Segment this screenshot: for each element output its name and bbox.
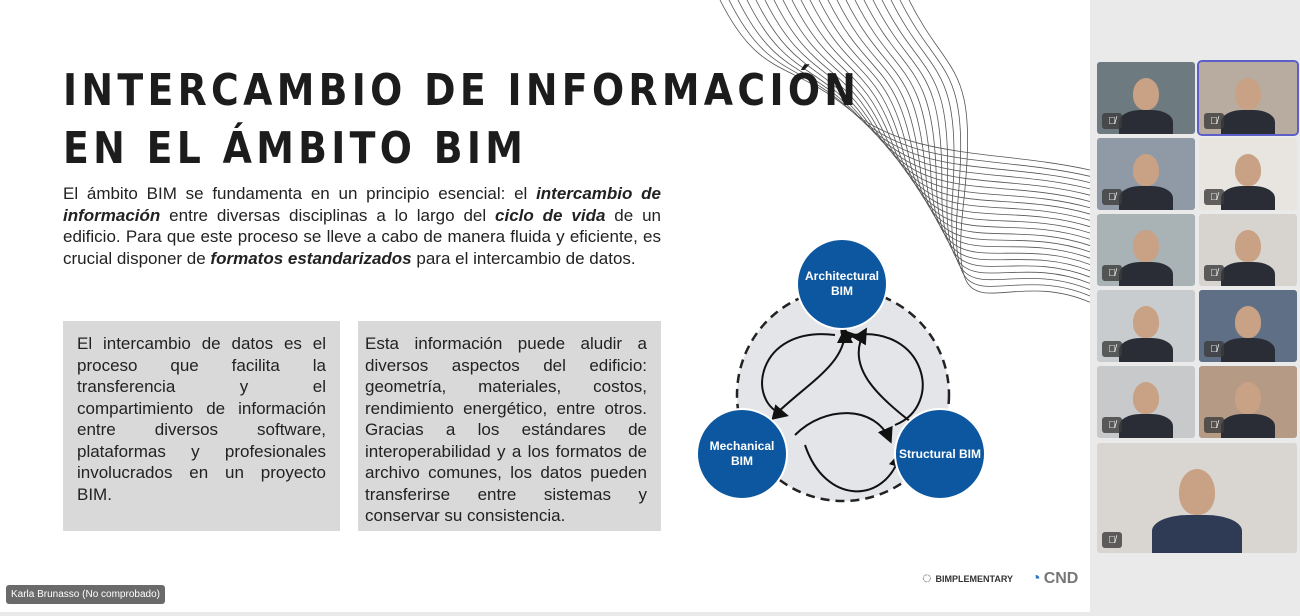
logos: ◌BIMPLEMENTARY ◔CND <box>922 570 1078 588</box>
participant-head <box>1133 154 1159 186</box>
wave-line <box>782 0 1090 215</box>
wave-line <box>764 0 1090 202</box>
mic-off-icon: 🎙̸ <box>1102 532 1122 548</box>
wave-line <box>746 0 1090 190</box>
participant-body <box>1119 414 1173 438</box>
participant-video-tile[interactable]: 🎙̸ <box>1097 62 1195 134</box>
cnd-logo: ◔CND <box>1031 570 1079 587</box>
structural-bim-node: Structural BIM <box>894 408 986 500</box>
information-box: Esta información puede aludir a diversos… <box>358 321 661 531</box>
wave-line <box>872 0 1090 278</box>
wave-line <box>719 0 1090 171</box>
wave-line <box>908 0 1090 303</box>
participant-body <box>1119 338 1173 362</box>
bimplementary-logo: ◌BIMPLEMENTARY <box>922 570 1014 587</box>
participant-head <box>1235 230 1261 262</box>
participant-body <box>1221 262 1275 286</box>
slide-title: INTERCAMBIO DE INFORMACIÓN EN EL ÁMBITO … <box>63 62 860 178</box>
wave-line <box>728 0 1090 177</box>
mic-off-icon: 🎙̸ <box>1204 341 1224 357</box>
participants-panel: 🎙̸ 🎙̸ 🎙̸ 🎙̸ 🎙̸ 🎙̸ 🎙̸ 🎙̸ 🎙̸ 🎙̸ 🎙̸ <box>1090 0 1300 616</box>
mic-off-icon: 🎙̸ <box>1102 265 1122 281</box>
participant-head <box>1179 469 1215 515</box>
participant-video-tile-large[interactable]: 🎙̸ <box>1097 443 1297 553</box>
architectural-bim-node: Architectural BIM <box>796 238 888 330</box>
mic-off-icon: 🎙̸ <box>1204 113 1224 129</box>
participant-body <box>1119 110 1173 134</box>
participant-video-tile[interactable]: 🎙̸ <box>1199 138 1297 210</box>
participant-body <box>1119 262 1173 286</box>
wave-line <box>863 0 1090 272</box>
participant-video-tile[interactable]: 🎙̸ <box>1199 290 1297 362</box>
mic-off-icon: 🎙̸ <box>1102 341 1122 357</box>
wave-line <box>827 0 1090 246</box>
wave-line <box>755 0 1090 196</box>
mic-off-icon: 🎙̸ <box>1204 265 1224 281</box>
participant-body <box>1119 186 1173 210</box>
wave-line <box>881 0 1090 284</box>
mic-off-icon: 🎙̸ <box>1102 189 1122 205</box>
participant-video-tile[interactable]: 🎙̸ <box>1097 138 1195 210</box>
participant-head <box>1133 382 1159 414</box>
mic-off-icon: 🎙̸ <box>1102 417 1122 433</box>
title-line-2: EN EL ÁMBITO BIM <box>63 123 528 174</box>
wave-line <box>890 0 1090 291</box>
participant-video-tile[interactable]: 🎙̸ <box>1197 60 1299 136</box>
wave-line <box>737 0 1090 183</box>
wave-line <box>854 0 1090 265</box>
participant-head <box>1133 306 1159 338</box>
wave-line <box>845 0 1090 259</box>
participant-video-tile[interactable]: 🎙̸ <box>1199 214 1297 286</box>
participant-head <box>1235 78 1261 110</box>
participant-head <box>1235 154 1261 186</box>
definition-box: El intercambio de datos es el proceso qu… <box>63 321 340 531</box>
wave-line <box>899 0 1090 297</box>
presentation-slide: INTERCAMBIO DE INFORMACIÓN EN EL ÁMBITO … <box>0 0 1090 612</box>
participant-video-tile[interactable]: 🎙̸ <box>1097 214 1195 286</box>
participant-video-tile[interactable]: 🎙̸ <box>1097 366 1195 438</box>
bim-exchange-diagram: Architectural BIM Mechanical BIM Structu… <box>695 235 995 510</box>
wave-line <box>809 0 1090 234</box>
participant-body <box>1221 338 1275 362</box>
participant-head <box>1133 230 1159 262</box>
participant-head <box>1235 382 1261 414</box>
wave-line <box>791 0 1090 221</box>
wave-line <box>836 0 1090 253</box>
intro-paragraph: El ámbito BIM se fundamenta en un princi… <box>63 184 662 268</box>
mic-off-icon: 🎙̸ <box>1204 189 1224 205</box>
wave-line <box>773 0 1090 209</box>
decorative-wave-lines <box>719 0 1090 303</box>
mechanical-bim-node: Mechanical BIM <box>696 408 788 500</box>
mic-off-icon: 🎙̸ <box>1204 417 1224 433</box>
participant-body <box>1221 110 1275 134</box>
speaker-name-label: Karla Brunasso (No comprobado) <box>6 585 165 604</box>
participant-head <box>1133 78 1159 110</box>
wave-line <box>800 0 1090 228</box>
title-line-1: INTERCAMBIO DE INFORMACIÓN <box>63 65 861 116</box>
participant-body <box>1152 515 1242 553</box>
participant-body <box>1221 186 1275 210</box>
participant-video-tile[interactable]: 🎙̸ <box>1097 290 1195 362</box>
participant-body <box>1221 414 1275 438</box>
participant-head <box>1235 306 1261 338</box>
mic-off-icon: 🎙̸ <box>1102 113 1122 129</box>
wave-line <box>818 0 1090 240</box>
participant-video-tile[interactable]: 🎙̸ <box>1199 366 1297 438</box>
